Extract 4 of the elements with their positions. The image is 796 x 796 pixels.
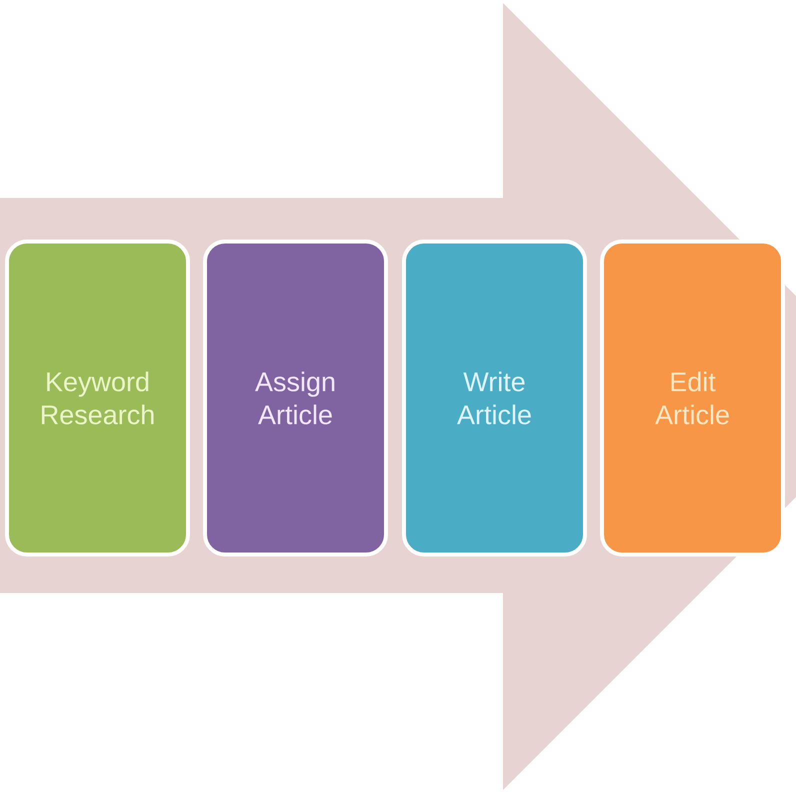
step-box: Assign Article — [203, 240, 388, 556]
step-box: Edit Article — [600, 240, 785, 556]
step-box: Keyword Research — [5, 240, 190, 556]
step-box: Write Article — [402, 240, 587, 556]
